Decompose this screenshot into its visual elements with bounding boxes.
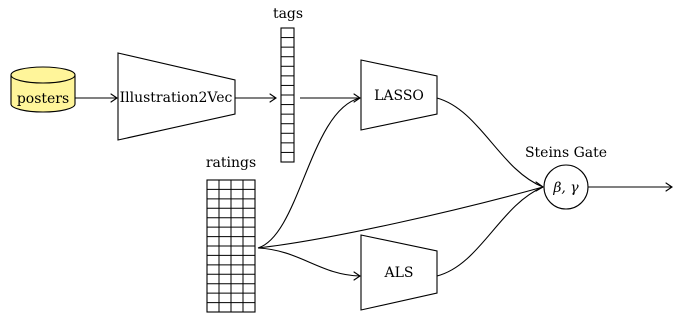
database-cylinder-rim [10, 74, 76, 84]
illustration2vec-node: Illustration2Vec [117, 52, 236, 141]
steins-gate-node: Steins Gate β, γ [525, 145, 607, 210]
lasso-node: LASSO [360, 59, 438, 131]
params-label: β, γ [552, 180, 579, 196]
edge-als-to-steins-gate [436, 186, 544, 277]
lasso-trapezoid [360, 59, 438, 131]
tags-label: tags [273, 6, 303, 22]
arrowhead-steins-gate [535, 181, 545, 192]
edge-ratings-to-als [257, 247, 361, 277]
als-label: ALS [384, 265, 414, 281]
ratings-matrix [206, 179, 256, 313]
tags-node: tags [273, 6, 303, 163]
als-node: ALS [360, 234, 438, 311]
arrowhead-output [665, 182, 673, 192]
edges [75, 93, 673, 281]
posters-label: posters [17, 91, 69, 107]
illustration2vec-label: Illustration2Vec [120, 90, 233, 106]
posters-node: posters [10, 66, 76, 113]
illustration2vec-trapezoid [117, 52, 236, 141]
lasso-label: LASSO [374, 88, 424, 104]
ratings-label: ratings [206, 155, 256, 171]
arrowhead-tags [269, 93, 277, 103]
tags-vector [280, 27, 295, 163]
edge-lasso-to-steins-gate [436, 97, 544, 188]
database-cylinder-icon [10, 66, 76, 113]
arrowhead-illustration2vec [110, 93, 118, 103]
arrowhead-als [353, 271, 361, 281]
edge-ratings-to-steins-gate [257, 186, 544, 249]
edge-ratings-to-lasso [257, 97, 361, 249]
ratings-node: ratings [206, 155, 256, 313]
steins-gate-label: Steins Gate [525, 145, 607, 161]
als-trapezoid [360, 234, 438, 311]
